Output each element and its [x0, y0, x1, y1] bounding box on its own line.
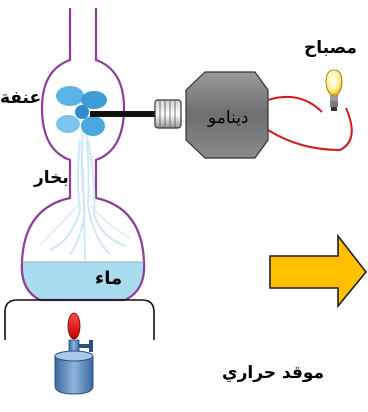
burner-label: موقد حراري: [222, 363, 325, 383]
arrow-icon: [269, 233, 368, 309]
flame-icon: [67, 312, 81, 340]
burner-icon: [54, 339, 94, 395]
coupling: [154, 99, 182, 129]
lamp-icon: [325, 69, 343, 111]
burner-stand: [4, 299, 155, 340]
water-fill: [21, 262, 145, 300]
fan-icon: [56, 86, 107, 136]
water-label: ماء: [95, 268, 123, 289]
wires: [267, 96, 353, 152]
steam-streaks: [39, 129, 131, 261]
lamp-label: مصباح: [304, 38, 357, 58]
steam-label: بخار: [34, 168, 69, 188]
fan-label: عنفة: [0, 88, 42, 108]
dynamo: [185, 71, 269, 159]
shaft: [90, 111, 158, 117]
dynamo-label: دينامو: [208, 108, 249, 128]
